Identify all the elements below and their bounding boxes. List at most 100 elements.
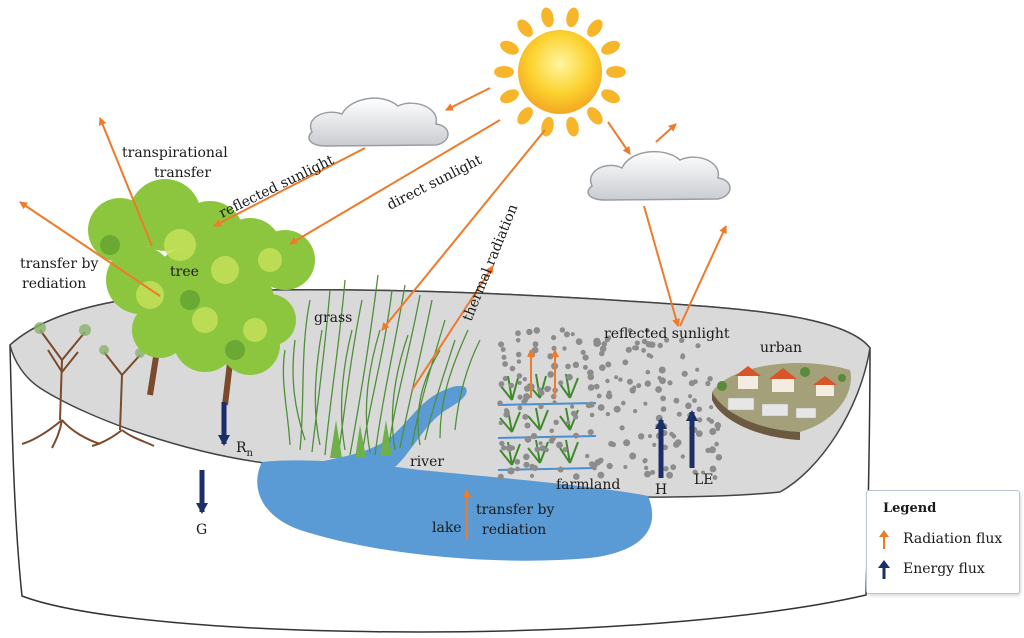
particle-dot: [634, 345, 639, 351]
particle-dot: [712, 475, 718, 480]
particle-dot: [531, 348, 537, 354]
particle-dot: [510, 445, 516, 451]
particle-dot: [580, 349, 586, 355]
particle-dot: [504, 408, 509, 413]
particle-dot: [606, 393, 613, 400]
particle-dot: [587, 384, 595, 391]
particle-dot: [597, 404, 605, 411]
sun-ray: [566, 116, 579, 137]
particle-dot: [636, 383, 642, 389]
particle-dot: [530, 433, 538, 440]
energy-arrows: [196, 402, 698, 514]
particle-dot: [516, 359, 522, 364]
particle-dot: [663, 466, 669, 472]
particle-dot: [599, 364, 606, 372]
radiation-arrow: [98, 117, 153, 247]
particle-dot: [570, 404, 575, 409]
particle-dot: [697, 417, 703, 423]
particle-dot: [533, 327, 541, 334]
particle-dot: [526, 328, 533, 336]
particle-dot: [649, 341, 656, 348]
particle-dot: [629, 452, 637, 460]
particle-dot: [565, 363, 571, 370]
particle-dot: [679, 337, 685, 343]
particle-dot: [573, 432, 579, 439]
particle-dot: [517, 380, 522, 385]
label-transfer-by-radiation-left: transfer by: [20, 256, 98, 272]
legend-title: Legend: [883, 501, 937, 516]
sun-ray: [500, 89, 519, 104]
radiation-arrow: [19, 201, 161, 297]
particle-dot: [626, 378, 633, 385]
particle-dot: [597, 471, 605, 479]
particle-dot: [552, 400, 557, 405]
particle-dot: [523, 453, 530, 461]
particle-dot: [650, 469, 656, 475]
particle-dot: [587, 429, 594, 436]
particle-dot: [622, 359, 629, 366]
particle-dot: [681, 370, 688, 377]
particle-dot: [596, 393, 602, 399]
particle-dot: [501, 354, 507, 360]
particle-dot: [715, 454, 723, 461]
label-transfer-by-radiation-lake-2: rediation: [482, 522, 546, 538]
particle-dot: [660, 406, 667, 412]
particle-dot: [655, 386, 662, 393]
particle-dot: [619, 425, 625, 431]
sun-ray: [606, 66, 626, 78]
particle-dot: [633, 409, 638, 414]
particle-dot: [538, 441, 543, 446]
radiation-arrow: [445, 87, 491, 111]
particle-dot: [522, 397, 528, 404]
label-le: LE: [694, 472, 714, 488]
particle-dot: [514, 458, 521, 465]
particle-dot: [605, 361, 612, 368]
label-grass: grass: [314, 310, 352, 326]
particle-dot: [558, 380, 564, 386]
particle-dot: [676, 411, 682, 417]
particle-dot: [666, 471, 673, 479]
particle-dot: [709, 428, 717, 435]
particle-dot: [701, 470, 705, 475]
sun-ray: [541, 7, 554, 28]
particle-dot: [532, 341, 539, 348]
particle-dot: [610, 441, 617, 448]
radiation-arrow: [289, 119, 501, 245]
particle-dot: [559, 327, 566, 333]
particle-dot: [605, 411, 611, 417]
label-transpirational: transpirational: [122, 145, 228, 161]
particle-dot: [705, 380, 711, 387]
particle-dot: [508, 382, 515, 389]
particle-dot: [516, 373, 523, 379]
sun-ray: [566, 7, 579, 28]
particle-dot: [497, 400, 503, 406]
particle-dot: [605, 378, 610, 384]
sun-ray: [587, 107, 603, 125]
particle-dot: [641, 348, 646, 353]
particle-dot: [599, 457, 604, 463]
particle-dot: [606, 462, 613, 470]
particle-dot: [714, 422, 722, 429]
bare-trees: [21, 329, 155, 449]
particle-dot: [648, 434, 652, 439]
particle-dot: [673, 397, 680, 404]
particle-dot: [664, 337, 670, 343]
sun-ray: [517, 19, 533, 37]
particle-dot: [537, 387, 542, 393]
radiation-arrow: [213, 147, 366, 227]
particle-dot: [613, 405, 621, 413]
particle-dot: [642, 458, 647, 464]
particle-dot: [593, 383, 600, 390]
legend: Legend Radiation flux Energy flux: [866, 490, 1020, 594]
label-farmland: farmland: [556, 477, 620, 493]
particle-dot: [644, 470, 651, 478]
particle-dot: [547, 372, 553, 378]
urban-houses: [712, 363, 851, 440]
particle-dot: [498, 381, 505, 387]
particle-dot: [601, 341, 608, 347]
legend-energy-flux: Energy flux: [877, 559, 985, 579]
particle-dot: [538, 403, 544, 410]
particle-dot: [614, 375, 619, 380]
particle-dot: [604, 337, 611, 343]
